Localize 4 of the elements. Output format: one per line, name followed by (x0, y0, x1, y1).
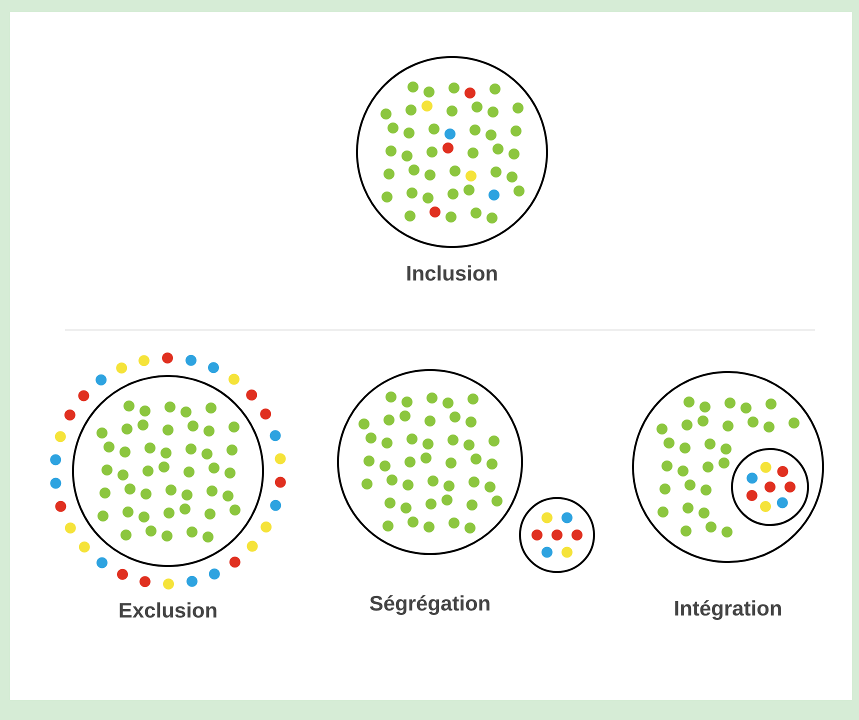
circle-label: Inclusion (407, 265, 497, 281)
circle-label: Ségrégation (370, 595, 490, 615)
circle-label: Exclusion (120, 602, 216, 618)
circle-label: Intégration (675, 600, 781, 620)
